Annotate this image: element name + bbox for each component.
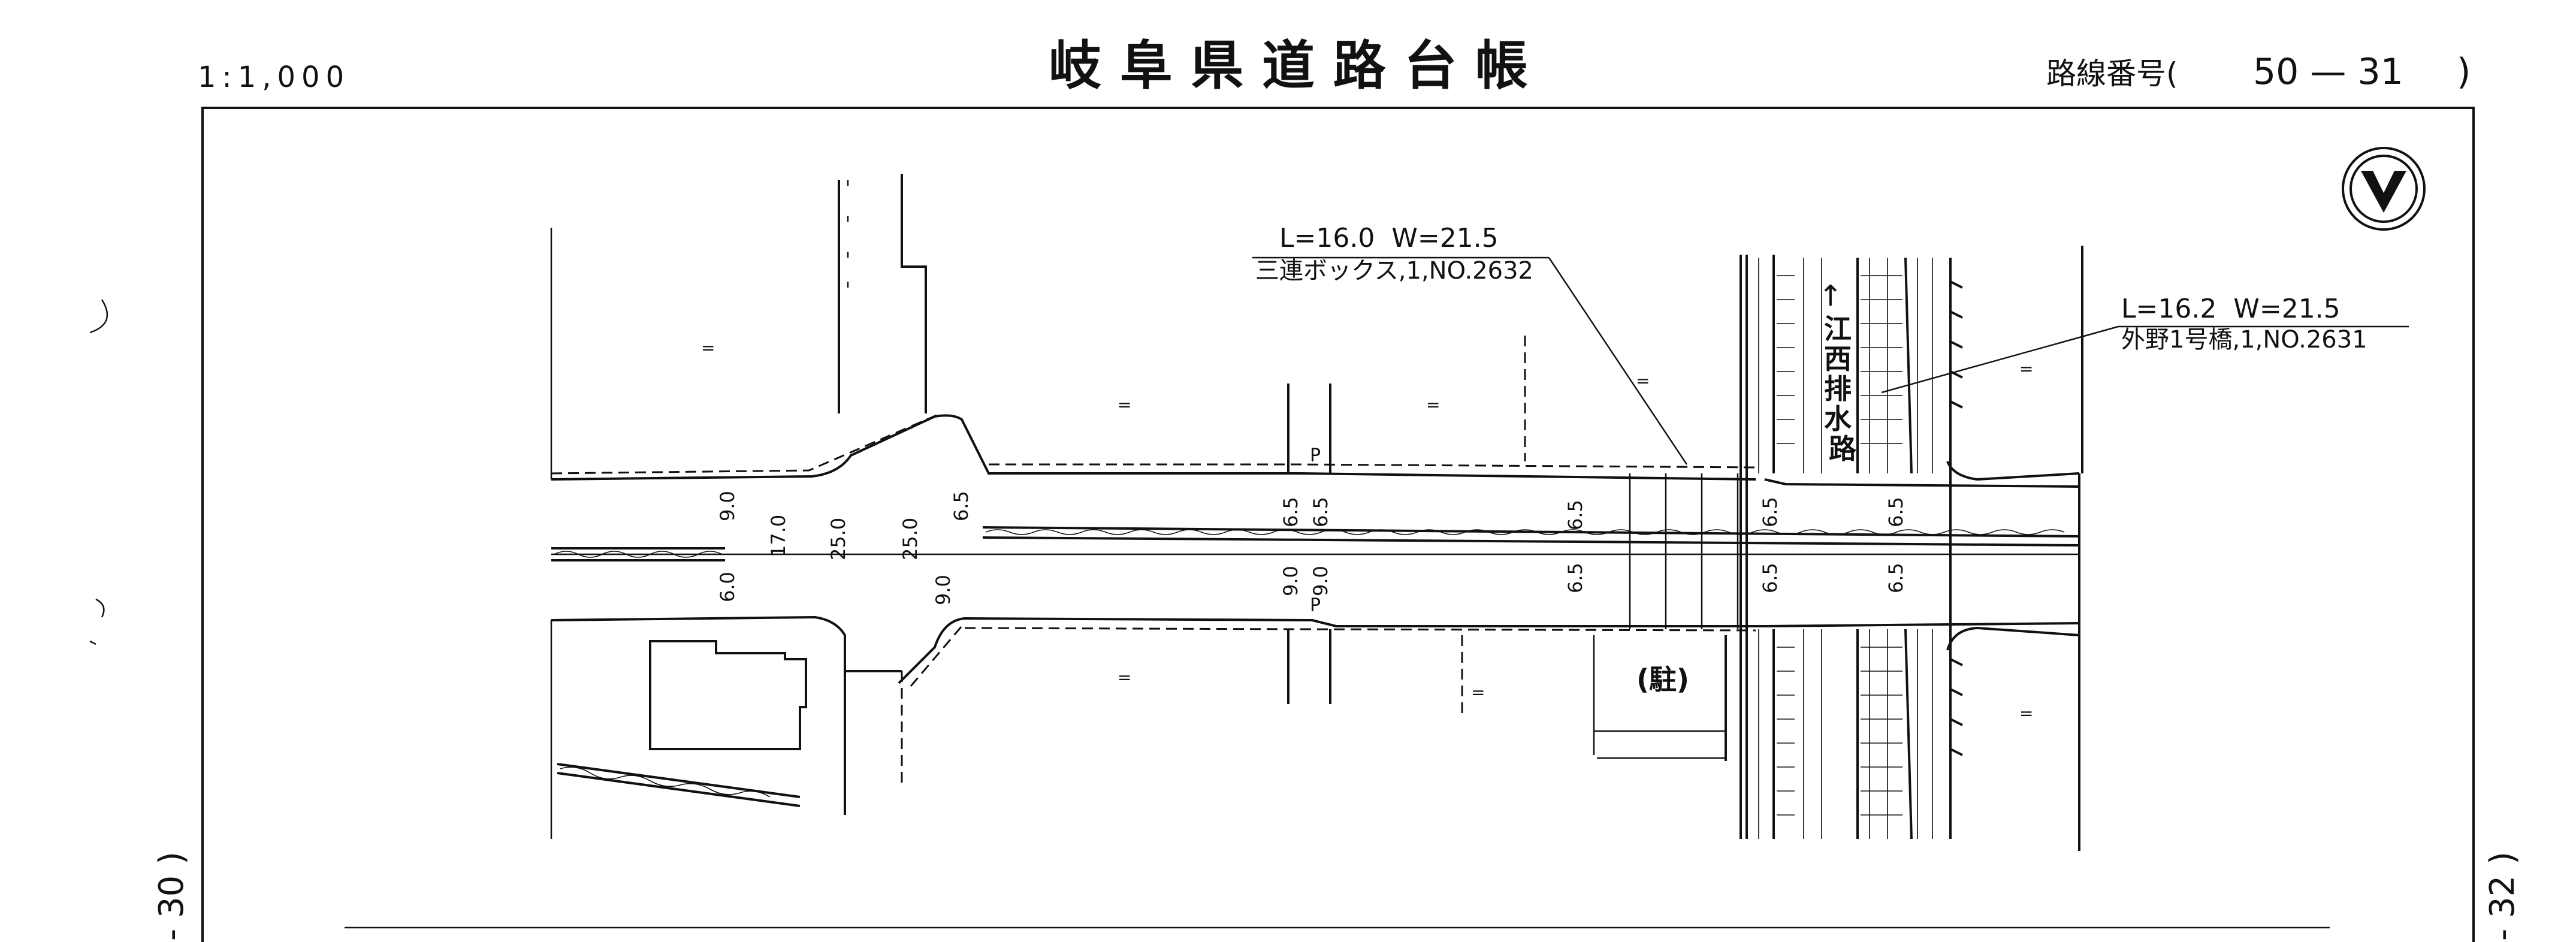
north-arrow-icon bbox=[2342, 147, 2426, 231]
svg-text:=: = bbox=[1118, 668, 1131, 687]
box-culvert-callout: L=16.0 W=21.5 三連ボックス,1,NO.2632 bbox=[1252, 223, 1688, 465]
binding-mark-top bbox=[89, 299, 108, 334]
svg-text:=: = bbox=[1426, 395, 1440, 415]
svg-text:=: = bbox=[1636, 371, 1650, 391]
dim-left-9-0: 9.0 bbox=[716, 491, 739, 521]
route-number-value: 50 — 31 bbox=[2253, 51, 2403, 93]
bridge-dims: L=16.2 W=21.5 bbox=[2121, 294, 2341, 324]
dim-left-6-0: 6.0 bbox=[716, 572, 739, 602]
dim-right-6-5-b: 6.5 bbox=[1564, 563, 1587, 593]
road-plan bbox=[550, 174, 2083, 851]
building-outline bbox=[649, 640, 807, 750]
dim-left-9-0-b: 9.0 bbox=[932, 575, 955, 605]
svg-text:=: = bbox=[701, 338, 715, 358]
waterway-channel bbox=[1740, 255, 1963, 840]
bridge-name: 外野1号橋,1,NO.2631 bbox=[2121, 326, 2367, 354]
box-culvert-name: 三連ボックス,1,NO.2632 bbox=[1255, 257, 1533, 285]
box-culvert-dims: L=16.0 W=21.5 bbox=[1279, 223, 1499, 253]
route-number-close: ) bbox=[2457, 51, 2471, 93]
waterway-arrow: ↑ bbox=[1819, 279, 1843, 313]
p-mark-bottom: P bbox=[1310, 595, 1321, 616]
dim-mid-6-5-a: 6.5 bbox=[1279, 497, 1302, 527]
dim-mid-9-0-a: 9.0 bbox=[1279, 566, 1302, 596]
scale-label: 1:1,000 bbox=[198, 61, 350, 94]
dim-right-6-5-f: 6.5 bbox=[1885, 563, 1907, 593]
dim-mid-9-0-b: 9.0 bbox=[1309, 566, 1332, 596]
dim-right-6-5-c: 6.5 bbox=[1759, 497, 1781, 527]
dim-right-6-5-a: 6.5 bbox=[1564, 500, 1587, 530]
svg-text:=: = bbox=[1471, 683, 1485, 702]
binding-mark-bottom bbox=[89, 598, 105, 645]
dim-mid-6-5-b: 6.5 bbox=[1309, 497, 1332, 527]
dim-left-25-0-a: 25.0 bbox=[827, 518, 850, 560]
dim-left-6-5: 6.5 bbox=[950, 491, 973, 521]
route-number-label: 路線番号( bbox=[2046, 56, 2178, 91]
waterway-name: 江 西 排 水 路 bbox=[1824, 313, 1861, 465]
dim-right-6-5-d: 6.5 bbox=[1759, 563, 1781, 593]
drawing-title: 岐 阜 県 道 路 台 帳 bbox=[1049, 35, 1528, 96]
bridge-callout: L=16.2 W=21.5 外野1号橋,1,NO.2631 bbox=[1881, 294, 2409, 394]
right-page-ref: - 32 ) bbox=[2483, 852, 2522, 941]
parcel-markers: = = = = = = = = bbox=[701, 338, 2033, 723]
svg-text:=: = bbox=[1118, 395, 1131, 415]
left-page-ref: - 30 ) bbox=[152, 852, 191, 941]
dim-left-25-0-b: 25.0 bbox=[899, 518, 922, 560]
dim-left-17-0: 17.0 bbox=[767, 515, 790, 557]
parking-label: (駐) bbox=[1636, 663, 1689, 696]
dimension-labels: 9.0 17.0 25.0 25.0 6.0 6.5 9.0 6.5 6.5 9… bbox=[716, 491, 1907, 605]
svg-text:=: = bbox=[2019, 359, 2033, 379]
dim-right-6-5-e: 6.5 bbox=[1885, 497, 1907, 527]
p-mark-top: P bbox=[1310, 445, 1321, 466]
drawing-frame bbox=[201, 107, 2475, 942]
svg-text:=: = bbox=[2019, 704, 2033, 723]
